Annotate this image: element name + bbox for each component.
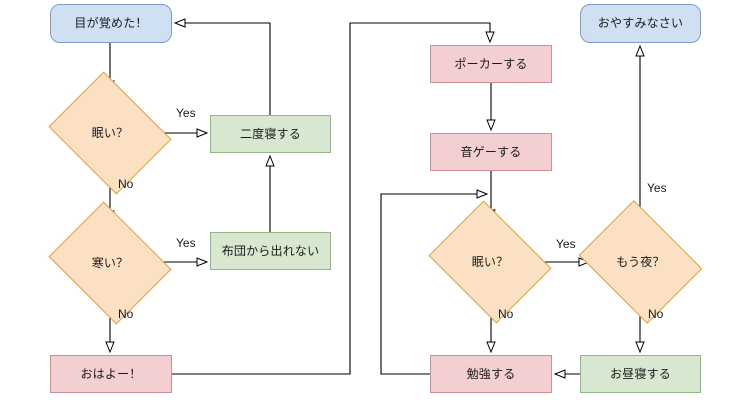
edge-label-night-no: No	[648, 307, 664, 321]
node-sleepy-morning[interactable]: 眠い？	[48, 71, 172, 195]
edge-label-sleepy-morning-no: No	[118, 177, 134, 191]
node-label: おやすみなさい	[597, 16, 684, 31]
node-label: もう夜？	[616, 254, 665, 269]
node-play-rhythm-game[interactable]: 音ゲーする	[430, 133, 552, 171]
node-cant-leave-futon[interactable]: 布団から出れない	[210, 232, 331, 270]
node-sleep-again[interactable]: 二度寝する	[210, 115, 331, 153]
node-label: ポーカーする	[454, 56, 528, 71]
node-label: 眠い？	[91, 125, 129, 140]
node-label: 布団から出れない	[221, 243, 320, 258]
edge-label-cold-no: No	[118, 307, 134, 321]
node-label: 音ゲーする	[460, 144, 522, 159]
node-goodnight[interactable]: おやすみなさい	[580, 4, 701, 43]
node-play-poker[interactable]: ポーカーする	[430, 45, 552, 83]
edge-label-sleepy-morning-yes: Yes	[176, 106, 196, 120]
edge-sleep-again-to-wake	[176, 23, 271, 115]
edge-label-cold-yes: Yes	[176, 236, 196, 250]
node-study[interactable]: 勉強する	[430, 355, 552, 393]
edge-label-sleepy-again-no: No	[498, 307, 514, 321]
node-label: お昼寝する	[609, 366, 671, 381]
edge-label-night-yes: Yes	[647, 181, 667, 195]
node-label: 勉強する	[466, 366, 516, 381]
node-wake[interactable]: 目が覚めた！	[50, 4, 172, 43]
node-label: 眠い？	[471, 254, 509, 269]
node-label: おはよー！	[80, 366, 142, 381]
node-label: 二度寝する	[239, 126, 301, 141]
node-good-morning[interactable]: おはよー！	[50, 355, 172, 393]
node-label: 目が覚めた！	[74, 16, 148, 31]
node-take-nap[interactable]: お昼寝する	[580, 355, 701, 393]
node-label: 寒い？	[91, 255, 129, 270]
edge-label-sleepy-again-yes: Yes	[556, 237, 576, 251]
node-is-it-night[interactable]: もう夜？	[578, 200, 703, 324]
node-cold[interactable]: 寒い？	[48, 201, 172, 325]
node-sleepy-again[interactable]: 眠い？	[428, 200, 552, 324]
